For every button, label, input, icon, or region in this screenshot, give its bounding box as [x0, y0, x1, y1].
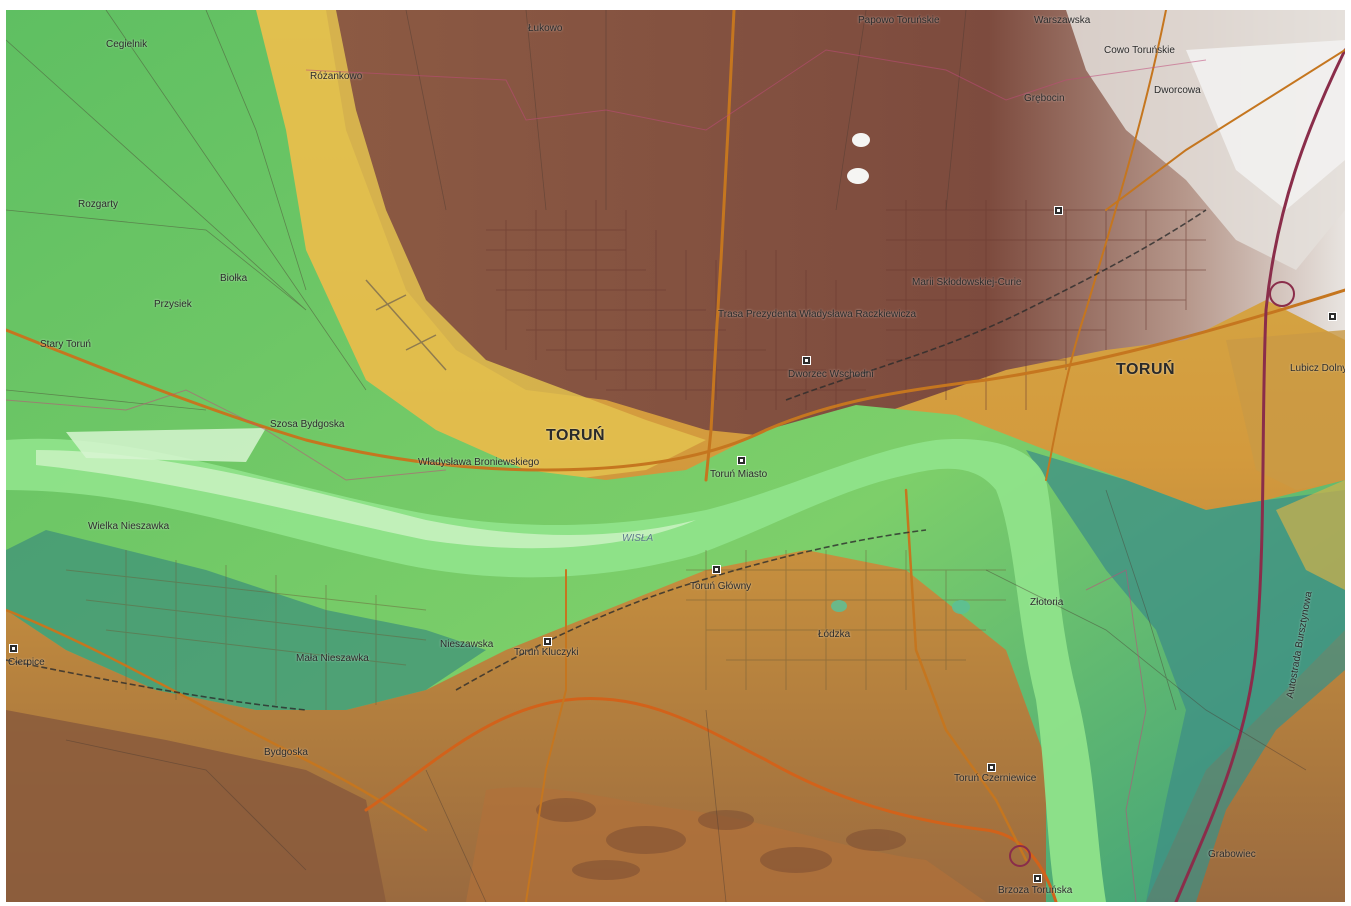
place-label: Toruń Główny [690, 581, 752, 592]
place-label: Marii Skłodowskiej-Curie [912, 277, 1022, 288]
place-label: Trasa Prezydenta Władysława Raczkiewicza [718, 309, 917, 320]
place-label: Władysława Broniewskiego [418, 457, 540, 468]
elevation-map[interactable]: TORUŃ TORUŃ WISŁA Cegielnik Różankowo Łu… [6, 10, 1345, 902]
station-marker[interactable] [987, 763, 996, 772]
station-marker[interactable] [1328, 312, 1337, 321]
place-label: Warszawska [1034, 15, 1091, 26]
place-label: Mała Nieszawka [296, 653, 369, 664]
place-label: Lubicz Dolny [1290, 363, 1345, 374]
place-label: Papowo Toruńskie [858, 15, 940, 26]
place-label: Grębocin [1024, 93, 1065, 104]
place-label: Różankowo [310, 71, 363, 82]
place-label: Cowo Toruńskie [1104, 45, 1175, 56]
place-label: Cierpice [8, 657, 45, 668]
place-label: Łukowo [528, 23, 563, 34]
place-label: Stary Toruń [40, 339, 91, 350]
terrain-layer [6, 10, 1345, 902]
place-label: Złotoria [1030, 597, 1064, 608]
place-label: Przysiek [154, 299, 192, 310]
place-label: Toruń Miasto [710, 469, 768, 480]
place-label: Toruń Kluczyki [514, 647, 579, 658]
city-label-torun-west: TORUŃ [546, 427, 606, 444]
place-label: Cegielnik [106, 39, 148, 50]
place-label: Dworcowa [1154, 85, 1201, 96]
river-label: WISŁA [622, 533, 654, 544]
place-label: Rozgarty [78, 199, 119, 210]
city-label-torun-east: TORUŃ [1116, 361, 1176, 378]
place-label: Bydgoska [264, 747, 308, 758]
place-label: Grabowiec [1208, 849, 1256, 860]
place-label: Dworzec Wschodni [788, 369, 874, 380]
place-label: Brzoza Toruńska [998, 885, 1073, 896]
place-label: Biołka [220, 273, 248, 284]
place-label: Szosa Bydgoska [270, 419, 345, 430]
station-marker[interactable] [712, 565, 721, 574]
place-label: Toruń Czerniewice [954, 773, 1037, 784]
place-label: Wielka Nieszawka [88, 521, 170, 532]
place-label: Łódzka [818, 629, 851, 640]
station-marker[interactable] [802, 356, 811, 365]
station-marker[interactable] [737, 456, 746, 465]
station-marker[interactable] [543, 637, 552, 646]
station-marker[interactable] [1033, 874, 1042, 883]
station-marker[interactable] [1054, 206, 1063, 215]
station-marker[interactable] [9, 644, 18, 653]
place-label: Nieszawska [440, 639, 494, 650]
